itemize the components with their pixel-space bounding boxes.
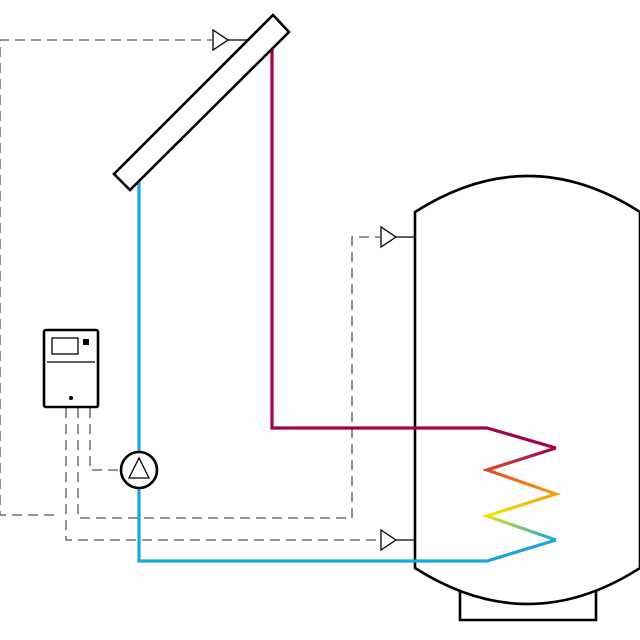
collector-sensor-triangle — [212, 28, 230, 52]
tank-top-sensor-wire — [77, 236, 380, 519]
cold-flow-pipe — [137, 182, 557, 563]
storage-tank — [413, 174, 640, 622]
solar-collector — [112, 13, 291, 192]
tank-bottom-sensor-wire — [65, 408, 380, 541]
controller-body — [42, 328, 100, 409]
hot-return-pipe — [270, 46, 557, 450]
sensor-probes — [212, 28, 440, 552]
sensor-wires — [0, 39, 380, 541]
pump-control-wire — [89, 408, 120, 471]
heat-exchanger-coil — [481, 446, 562, 542]
circulation-pump — [119, 450, 159, 490]
solar-controller — [42, 328, 100, 409]
pump-triangle-icon — [127, 456, 151, 479]
tank-body — [413, 174, 640, 606]
collector-panel-icon — [112, 13, 291, 192]
controller-led-icon — [69, 396, 73, 400]
controller-button-icon — [83, 339, 89, 345]
tank-top-sensor-triangle — [380, 225, 398, 249]
tank-bottom-sensor-triangle — [380, 528, 398, 552]
pump-circle-icon — [119, 450, 159, 490]
controller-display-icon — [51, 337, 79, 355]
